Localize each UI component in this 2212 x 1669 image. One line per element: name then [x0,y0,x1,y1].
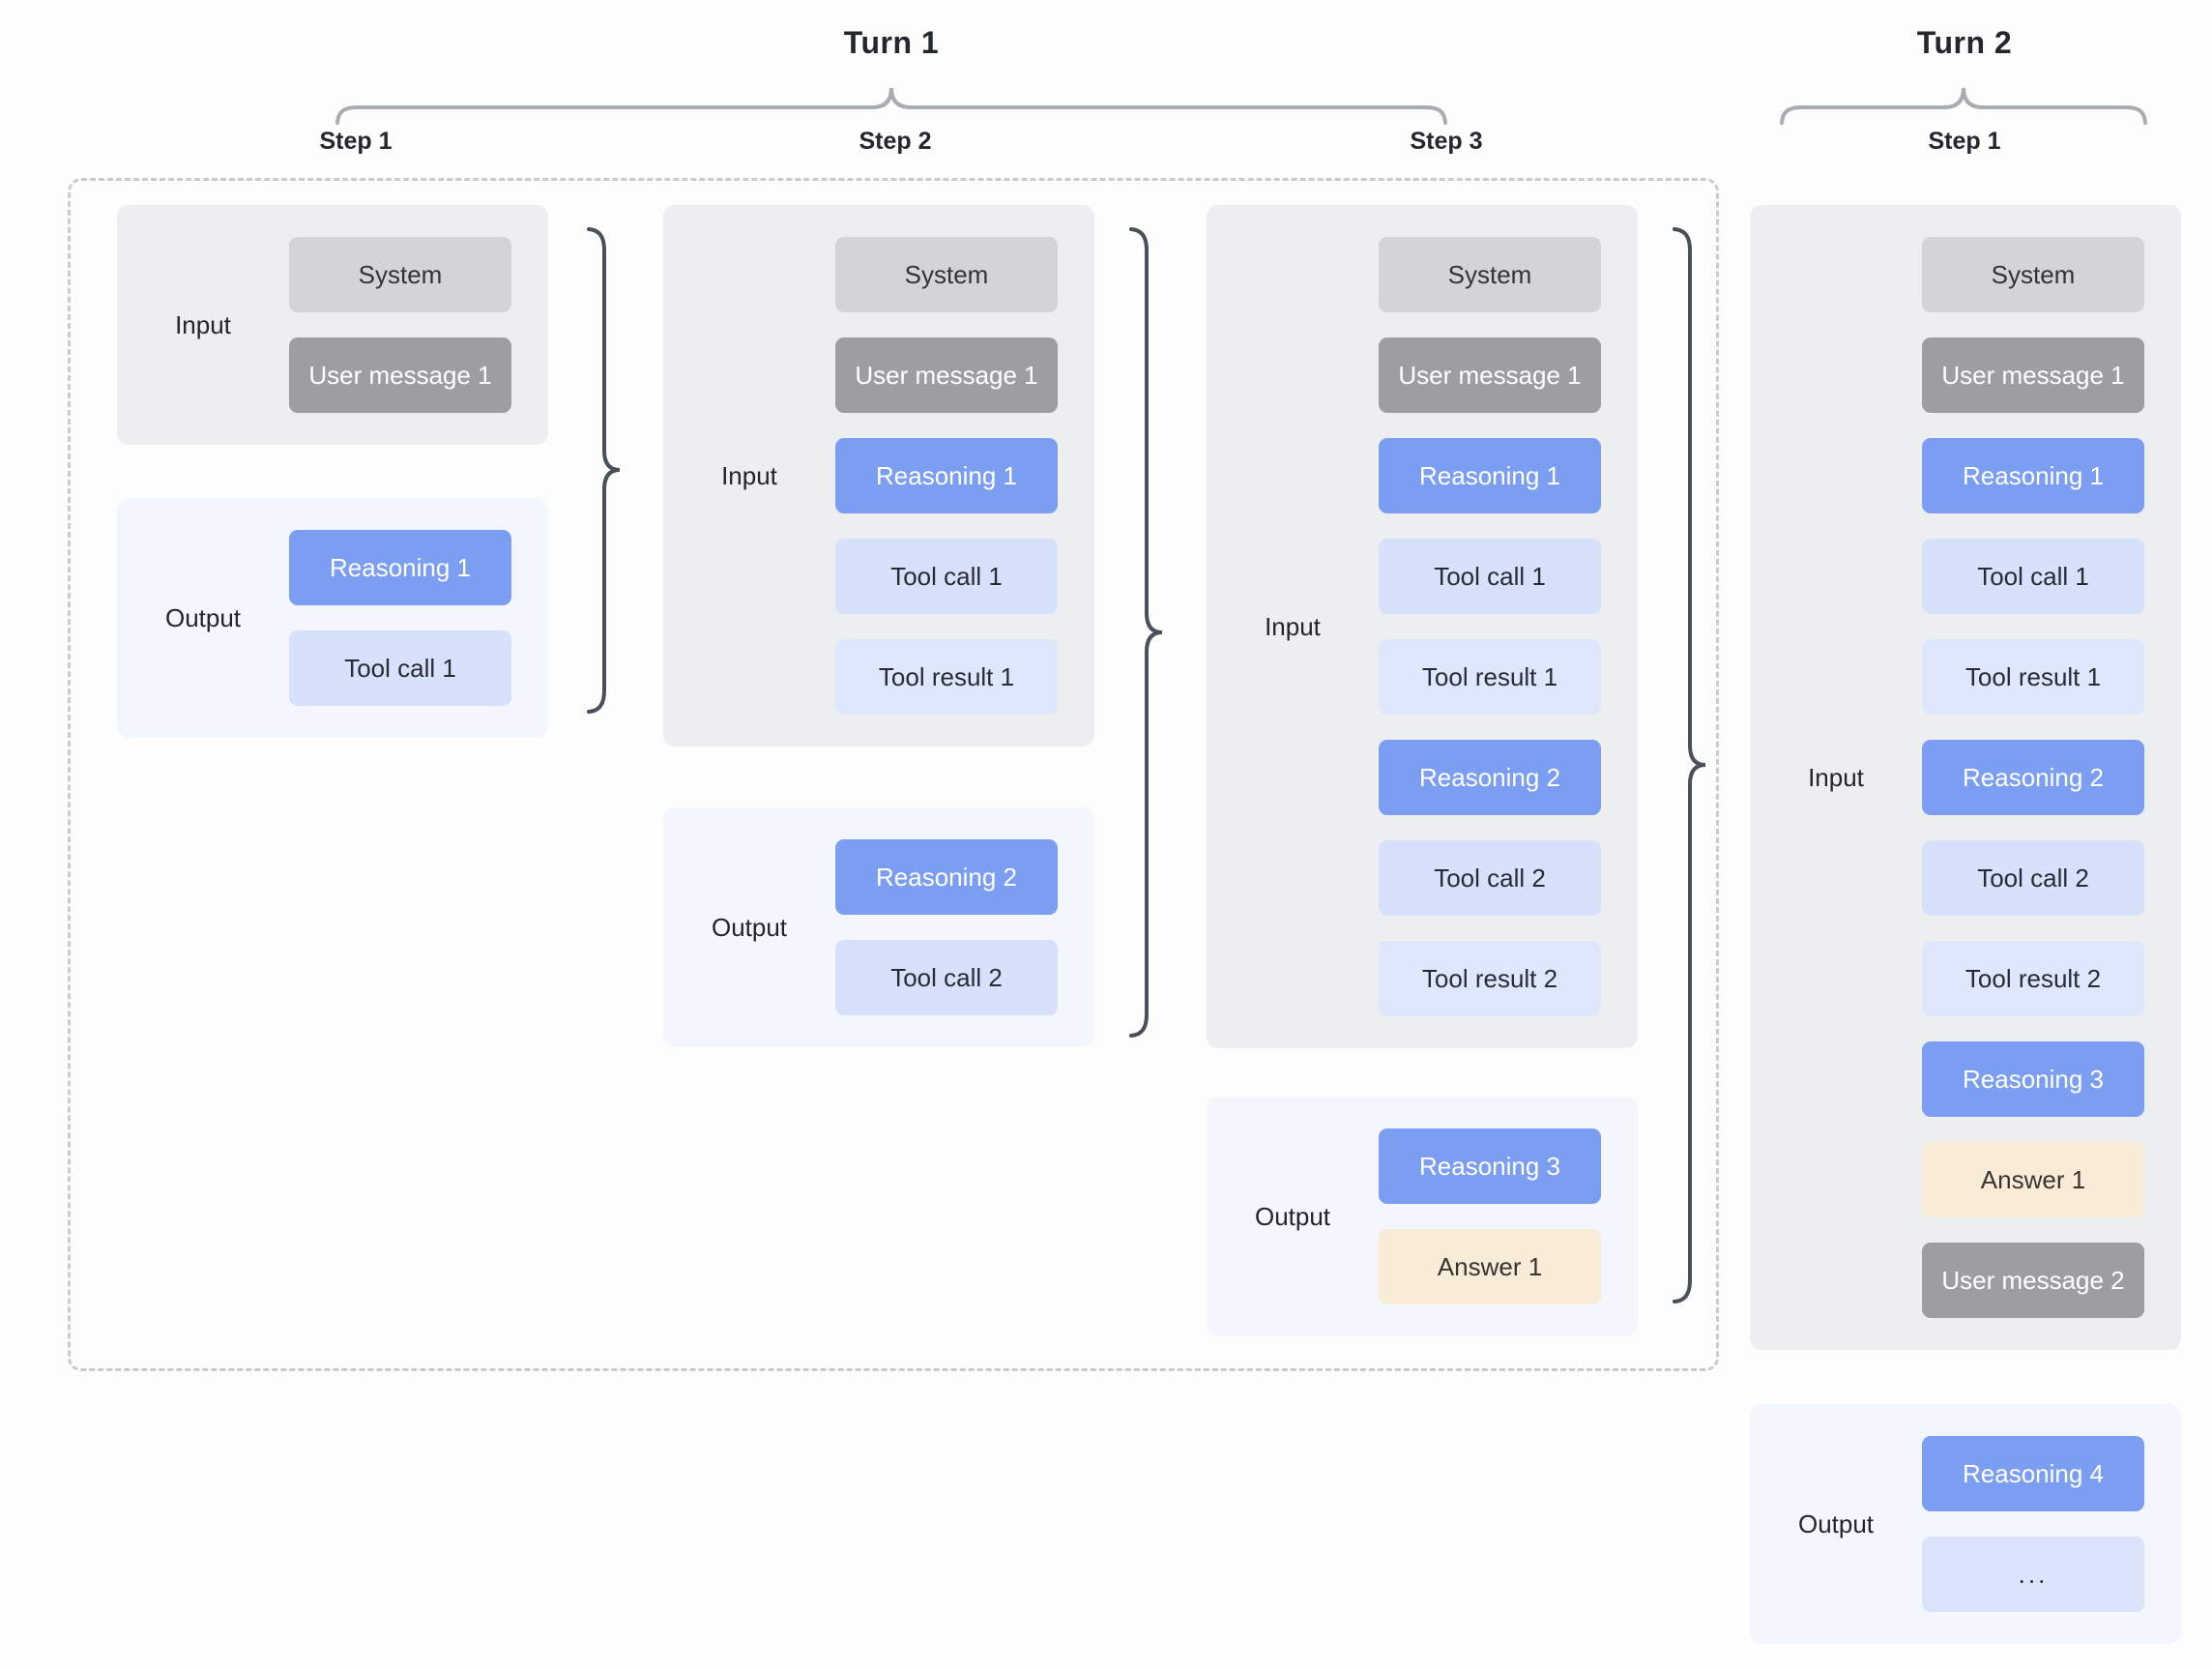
output-label: Output [1254,1201,1331,1231]
chip-tool-call: Tool call 2 [835,940,1058,1015]
turn1-span-brace [335,83,1448,126]
turn1-step1-label: Step 1 [319,128,393,155]
chip-ellipsis: ... [1922,1537,2144,1612]
chip-stack: System User message 1 Reasoning 1 Tool c… [835,205,1094,747]
turn1-dashed-boundary [68,178,1719,1371]
turn1-step3-input-panel: Input System User message 1 Reasoning 1 … [1207,205,1638,1048]
chip-user-message: User message 1 [1379,337,1601,413]
step3-to-turn2-brace [1671,225,1709,1305]
chip-system: System [289,237,511,312]
step1-to-step2-brace [585,225,624,716]
chip-reasoning: Reasoning 2 [1922,740,2144,815]
chip-user-message: User message 1 [835,337,1058,413]
chip-tool-result: Tool result 1 [1379,639,1601,715]
turn1-title: Turn 1 [843,25,940,60]
chip-stack: System User message 1 [289,205,548,445]
chip-stack: Reasoning 2 Tool call 2 [835,807,1094,1047]
chip-user-message: User message 2 [1922,1243,2144,1318]
chip-reasoning: Reasoning 2 [1379,740,1601,815]
chip-tool-result: Tool result 2 [1922,941,2144,1016]
chip-tool-call: Tool call 2 [1379,840,1601,916]
turn2-step1-input-panel: Input System User message 1 Reasoning 1 … [1750,205,2181,1350]
output-label: Output [1797,1508,1875,1538]
chip-tool-call: Tool call 2 [1922,840,2144,916]
chip-tool-result: Tool result 1 [835,639,1058,715]
turn2-title: Turn 2 [1916,25,2013,60]
chip-user-message: User message 1 [289,337,511,413]
chip-reasoning: Reasoning 3 [1379,1128,1601,1204]
chip-tool-result: Tool result 2 [1379,941,1601,1016]
chip-stack: System User message 1 Reasoning 1 Tool c… [1922,205,2181,1350]
output-label: Output [711,912,788,942]
turn1-step3-output-panel: Output Reasoning 3 Answer 1 [1207,1097,1638,1336]
turn1-step1-input-panel: Input System User message 1 [117,205,548,445]
chip-tool-call: Tool call 1 [835,539,1058,614]
chip-reasoning: Reasoning 3 [1922,1041,2144,1117]
input-label: Input [1265,611,1321,641]
chip-tool-result: Tool result 1 [1922,639,2144,715]
chip-system: System [1922,237,2144,312]
turn1-step2-input-panel: Input System User message 1 Reasoning 1 … [663,205,1094,747]
chip-reasoning: Reasoning 2 [835,839,1058,915]
chip-reasoning: Reasoning 1 [1922,438,2144,513]
turn2-step1-label: Step 1 [1928,128,2001,155]
output-label: Output [164,602,242,632]
chip-answer: Answer 1 [1379,1229,1601,1304]
chip-reasoning: Reasoning 1 [1379,438,1601,513]
chip-reasoning: Reasoning 1 [289,530,511,605]
chip-reasoning: Reasoning 1 [835,438,1058,513]
chip-reasoning: Reasoning 4 [1922,1436,2144,1511]
chip-system: System [1379,237,1601,312]
chip-tool-call: Tool call 1 [1379,539,1601,614]
turn1-step2-label: Step 2 [859,128,932,155]
chip-stack: Reasoning 4 ... [1922,1404,2181,1644]
input-label: Input [175,309,231,339]
chip-answer: Answer 1 [1922,1142,2144,1217]
chip-stack: System User message 1 Reasoning 1 Tool c… [1379,205,1638,1048]
chip-tool-call: Tool call 1 [289,630,511,706]
turn1-step3-label: Step 3 [1410,128,1483,155]
chip-stack: Reasoning 3 Answer 1 [1379,1097,1638,1336]
chip-system: System [835,237,1058,312]
chip-stack: Reasoning 1 Tool call 1 [289,498,548,738]
turn1-step1-output-panel: Output Reasoning 1 Tool call 1 [117,498,548,738]
turn2-step1-output-panel: Output Reasoning 4 ... [1750,1404,2181,1644]
chip-tool-call: Tool call 1 [1922,539,2144,614]
input-label: Input [1808,762,1864,792]
chip-user-message: User message 1 [1922,337,2144,413]
input-label: Input [721,460,777,490]
step2-to-step3-brace [1127,225,1166,1039]
turn2-span-brace [1779,83,2148,126]
turn1-step2-output-panel: Output Reasoning 2 Tool call 2 [663,807,1094,1047]
